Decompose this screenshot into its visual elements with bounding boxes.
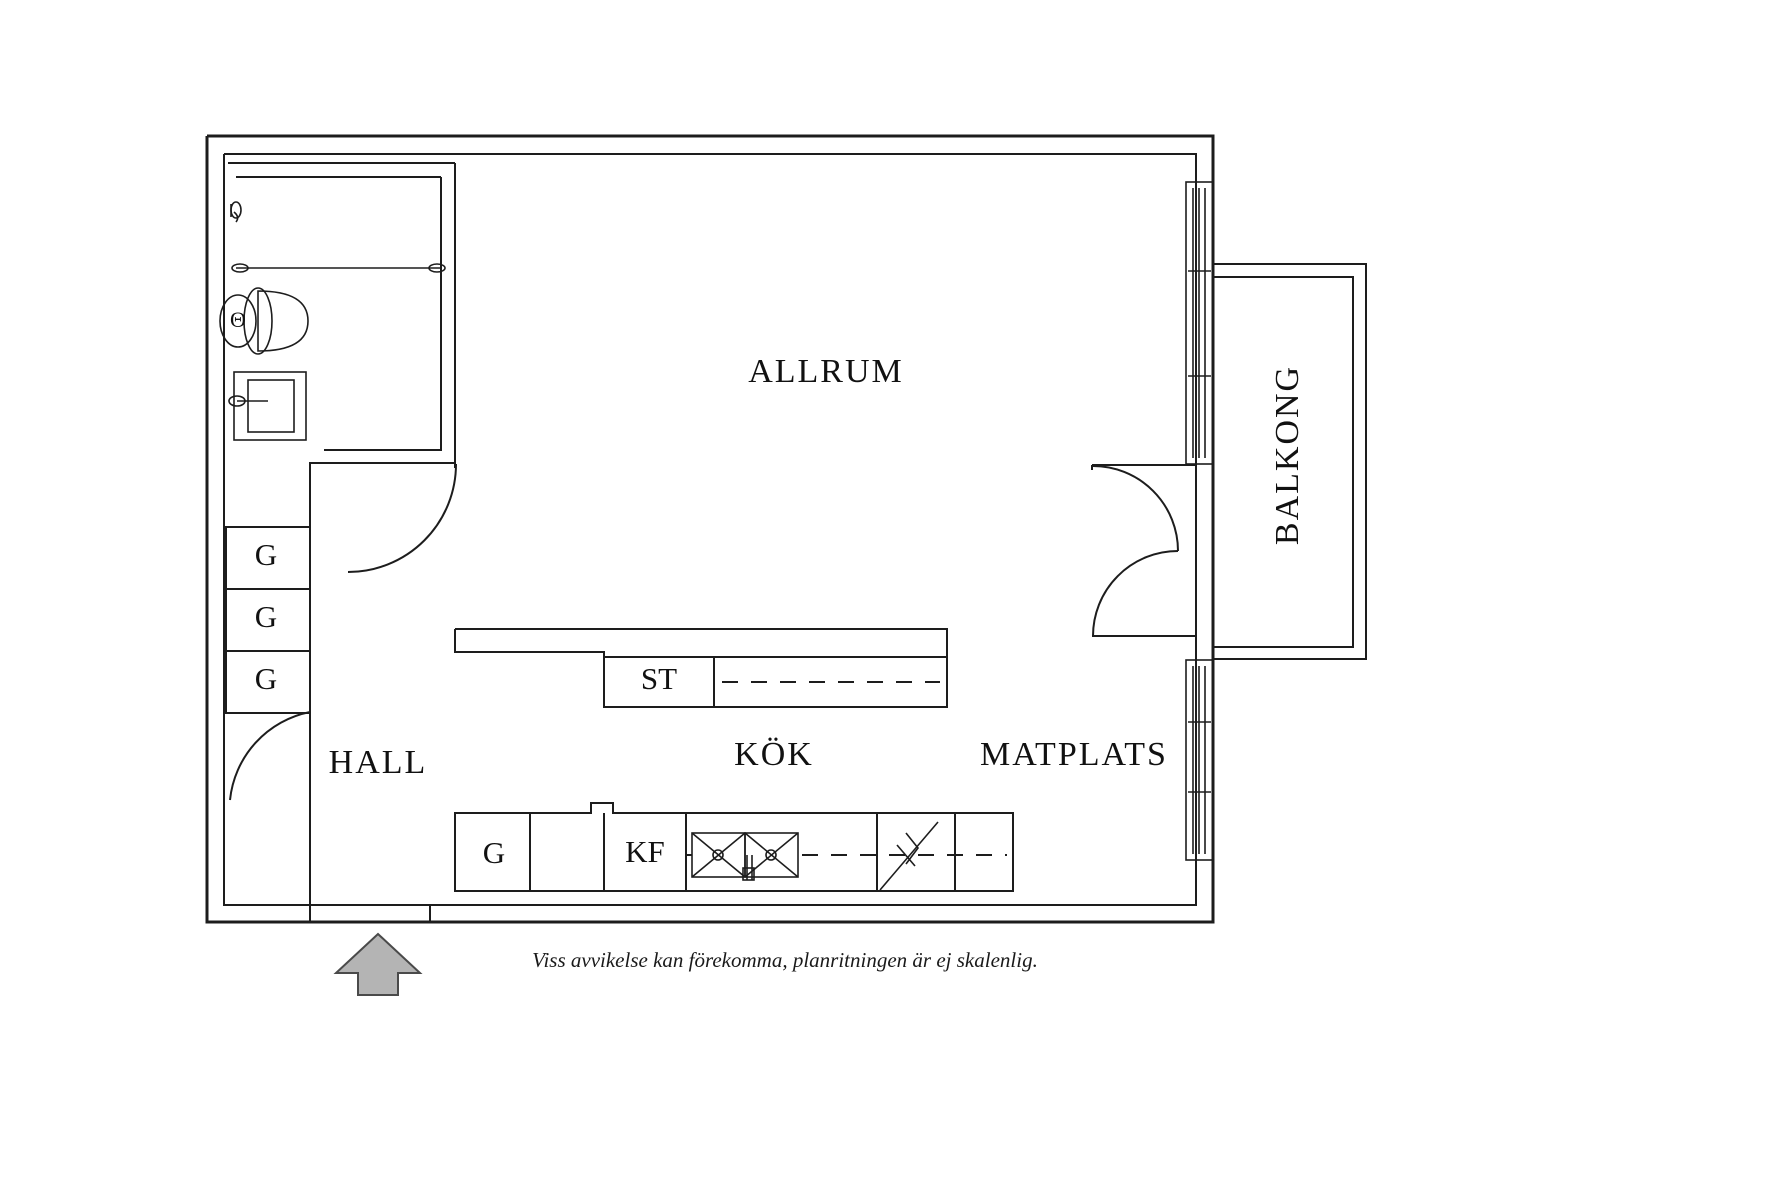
toilet-glyph: Θ <box>230 307 246 332</box>
kitchen-upper-counter <box>454 628 948 708</box>
window-upper <box>1185 181 1214 465</box>
room-label-matplats: MATPLATS <box>980 736 1168 773</box>
bathroom-door-swing <box>347 463 457 573</box>
window-lower <box>1185 659 1214 861</box>
entrance-arrow-up <box>333 932 423 996</box>
balcony-group <box>1213 263 1367 660</box>
stove-hob-symbol <box>876 813 956 891</box>
outer-wall-group <box>205 134 1215 924</box>
shower-mixer-icon <box>230 201 242 223</box>
room-label-balkong: BALKONG <box>1269 365 1306 545</box>
fixture-label-dishwasher: ST <box>641 661 677 696</box>
fixture-label-wardrobe-hall-1: G <box>255 537 277 572</box>
balcony-door-swing <box>1091 464 1196 637</box>
kitchen-sink-symbol <box>691 832 799 881</box>
footer-disclaimer: Viss avvikelse kan förekomma, planritnin… <box>532 948 1038 972</box>
fixture-label-fridge-freezer: KF <box>625 834 665 869</box>
room-label-hall: HALL <box>329 744 428 781</box>
washbasin-symbol <box>228 371 307 441</box>
bathroom-group: Θ <box>219 162 456 580</box>
room-label-allrum: ALLRUM <box>748 353 904 390</box>
fixture-label-wardrobe-hall-3: G <box>255 661 277 696</box>
entrance-threshold <box>309 904 520 922</box>
hall-wardrobe-group <box>225 526 311 714</box>
room-label-kok: KÖK <box>734 736 814 773</box>
window-glazing-lines <box>1185 181 1214 861</box>
fixture-label-wardrobe-hall-2: G <box>255 599 277 634</box>
fixture-label-wardrobe-kitchen: G <box>483 835 505 870</box>
kitchen-lower-counter <box>454 802 1014 892</box>
wc-toilet-symbol: Θ <box>219 287 309 355</box>
hall-door-swing <box>229 711 311 801</box>
shower-symbol <box>231 263 446 273</box>
